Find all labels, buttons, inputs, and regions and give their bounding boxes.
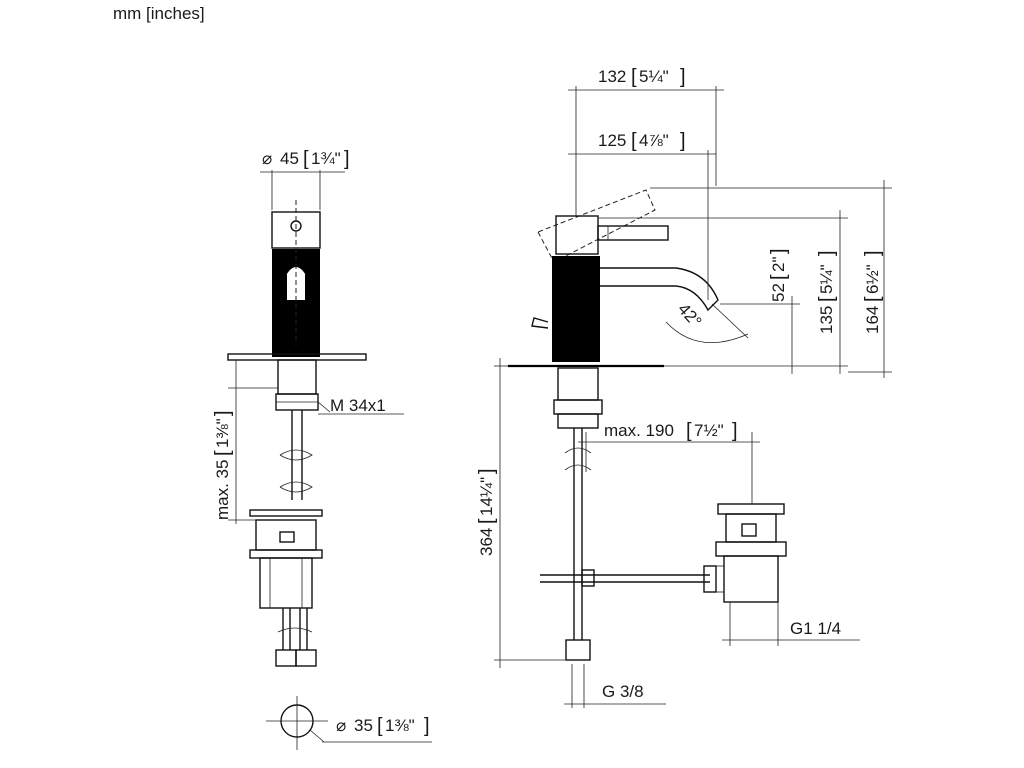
svg-text:]: ] (768, 248, 790, 254)
svg-text:[: [ (862, 296, 884, 302)
h135-mm: 135 (817, 306, 836, 334)
h52-inch: 2" (769, 257, 788, 273)
svg-text:[: [ (631, 66, 637, 88)
side-nut (553, 399, 603, 415)
side-spout (600, 267, 719, 312)
waste-top-flange (717, 503, 785, 515)
angle-label: 42° (674, 299, 705, 331)
front-valve-window (279, 531, 295, 543)
svg-text:[: [ (303, 148, 309, 170)
svg-text:]: ] (816, 250, 838, 256)
svg-text:[: [ (686, 420, 692, 442)
svg-text:]: ] (862, 250, 884, 256)
front-cartridge (259, 557, 313, 609)
w132-mm: 132 (598, 67, 626, 86)
g38-label: G 3/8 (602, 682, 644, 701)
h52-mm: 52 (769, 283, 788, 302)
d35-mm: 35 (354, 716, 373, 735)
svg-text:[: [ (212, 450, 234, 456)
front-dimensions: ⌀ 45 [ 1¾" ] M 34x1 max. 35 [ 1⅜" ] ⌀ 35… (212, 148, 432, 743)
front-view (227, 200, 367, 750)
d45-inch: 1¾" (311, 149, 341, 168)
h364-inch: 14¼" (477, 477, 496, 516)
svg-text:]: ] (344, 148, 350, 170)
side-dimensions: 132 [ 5¼" ] 125 [ 4⅞" ] 52 [ 2" ] 135 [ … (476, 66, 892, 708)
side-body (552, 256, 600, 362)
svg-text:[: [ (768, 274, 790, 280)
h135-inch: 5¼" (817, 264, 836, 294)
thread-m34-label: M 34x1 (330, 396, 386, 415)
side-supply-fitting (565, 639, 591, 661)
front-fitting-right (295, 649, 317, 667)
svg-text:]: ] (424, 715, 430, 737)
max35-prefix: max. 35 (213, 460, 232, 520)
g1-label: G1 1/4 (790, 619, 841, 638)
waste-body (723, 555, 779, 603)
side-lever (597, 225, 669, 241)
svg-text:]: ] (680, 130, 686, 152)
d45-mm: 45 (280, 149, 299, 168)
h164-mm: 164 (863, 306, 882, 334)
max35-inch: 1⅜" (213, 418, 232, 448)
front-shank (277, 359, 317, 395)
svg-text:[: [ (377, 715, 383, 737)
svg-text:[: [ (476, 518, 498, 524)
d35-inch: 1⅜" (385, 716, 415, 735)
h364-mm: 364 (477, 528, 496, 556)
side-shank (557, 367, 599, 401)
svg-text:[: [ (631, 130, 637, 152)
side-view (508, 189, 787, 661)
w125-mm: 125 (598, 131, 626, 150)
svg-text:]: ] (212, 410, 234, 416)
h164-inch: 6½" (863, 264, 882, 294)
angle-arc (665, 321, 749, 344)
d35-symbol: ⌀ (336, 716, 346, 735)
lever-raised-outline (537, 189, 656, 263)
d45-symbol: ⌀ (262, 149, 272, 168)
w125-inch: 4⅞" (639, 131, 669, 150)
pop-up-lever (531, 317, 549, 329)
front-fixing-plate (249, 509, 323, 517)
waste-body-top (725, 513, 777, 543)
front-valve-block (255, 519, 317, 551)
svg-text:]: ] (732, 420, 738, 442)
svg-text:]: ] (680, 66, 686, 88)
units-label: mm [inches] (113, 4, 205, 23)
front-fitting-left (275, 649, 297, 667)
max190-inch: 7½" (694, 421, 724, 440)
svg-text:]: ] (476, 468, 498, 474)
w132-inch: 5¼" (639, 67, 669, 86)
svg-text:[: [ (816, 296, 838, 302)
side-handle (555, 215, 599, 255)
max190-prefix: max. 190 (604, 421, 674, 440)
